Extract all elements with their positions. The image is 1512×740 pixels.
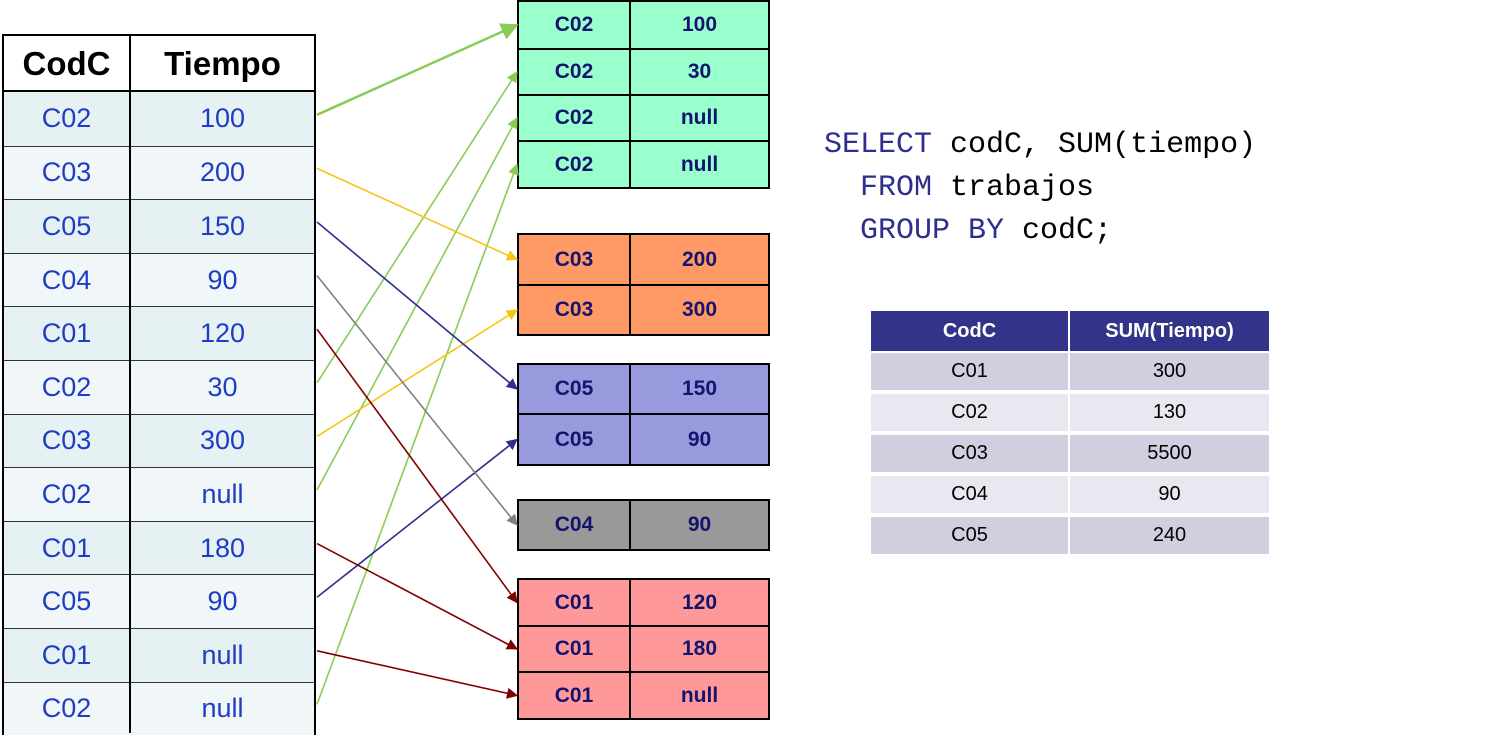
group-cell-codc: C05 [517, 363, 631, 415]
sql-from-keyword: FROM [860, 171, 933, 205]
group-cell-tiempo: 150 [629, 363, 770, 415]
cell-tiempo: null [201, 639, 244, 670]
arrow-row-5 [316, 71, 518, 384]
header-tiempo: Tiempo [164, 45, 281, 82]
result-header-sum: SUM(Tiempo) [1070, 311, 1269, 351]
result-cell-codc: C02 [871, 394, 1068, 431]
cell-tiempo: 30 [207, 371, 238, 402]
table-row: C02 null [4, 681, 314, 736]
result-cell-sum: 300 [1070, 353, 1269, 390]
sql-select-columns: codC, SUM(tiempo) [932, 128, 1257, 162]
header-codc: CodC [22, 45, 111, 82]
cell-tiempo: 200 [199, 157, 246, 188]
cell-codc: C02 [41, 371, 92, 402]
result-header-codc: CodC [871, 311, 1068, 351]
cell-tiempo: 180 [199, 532, 246, 563]
cell-tiempo: 90 [207, 586, 238, 617]
sql-select-keyword: SELECT [824, 128, 933, 162]
group-cell-tiempo: 300 [629, 284, 770, 336]
arrow-row-3 [316, 275, 518, 526]
table-row: C04 90 [4, 252, 314, 307]
cell-codc: C02 [41, 103, 92, 134]
group-cell-tiempo: 90 [629, 413, 770, 466]
result-cell-sum: 5500 [1070, 435, 1269, 472]
cell-tiempo: null [201, 693, 244, 724]
table-row: C05 150 [4, 199, 314, 253]
result-cell-codc: C04 [871, 476, 1068, 513]
group-cell-tiempo: 90 [629, 499, 770, 551]
table-row: C01 null [4, 628, 314, 682]
table-row: C02 30 [4, 360, 314, 414]
table-row: C03 300 [4, 413, 314, 468]
result-cell-sum: 240 [1070, 517, 1269, 554]
arrow-row-1 [316, 167, 519, 261]
cell-codc: C05 [41, 586, 92, 617]
arrow-row-10 [316, 650, 519, 699]
arrow-row-11 [316, 163, 519, 705]
table-row: C02 100 [4, 92, 314, 146]
cell-codc: C04 [41, 264, 92, 295]
result-cell-codc: C01 [871, 353, 1068, 390]
cell-tiempo: 100 [199, 103, 246, 134]
arrow-row-7 [316, 117, 518, 491]
sql-from-table: trabajos [932, 171, 1095, 205]
result-cell-sum: 130 [1070, 394, 1269, 431]
arrow-row-2 [316, 221, 518, 390]
cell-tiempo: 120 [199, 318, 246, 349]
column-divider [129, 36, 131, 733]
cell-codc: C02 [41, 478, 92, 509]
cell-tiempo: 90 [207, 264, 238, 295]
cell-tiempo: 150 [199, 210, 246, 241]
cell-codc: C03 [41, 157, 92, 188]
sql-groupby-keyword: GROUP BY [860, 214, 1005, 248]
group-cell-codc: C02 [517, 48, 631, 96]
arrow-row-4 [316, 328, 518, 604]
cell-tiempo: null [201, 478, 244, 509]
cell-codc: C01 [41, 532, 92, 563]
group-cell-codc: C01 [517, 671, 631, 720]
table-row: C01 120 [4, 306, 314, 360]
group-cell-tiempo: 30 [629, 48, 770, 96]
group-cell-codc: C01 [517, 625, 631, 673]
result-cell-codc: C03 [871, 435, 1068, 472]
group-cell-tiempo: null [629, 94, 770, 142]
arrow-row-8 [316, 542, 518, 650]
group-cell-tiempo: 100 [629, 0, 770, 50]
cell-codc: C01 [41, 639, 92, 670]
group-cell-tiempo: 180 [629, 625, 770, 673]
cell-tiempo: 300 [199, 425, 246, 456]
arrow-row-0 [316, 23, 519, 116]
cell-codc: C05 [41, 210, 92, 241]
group-cell-codc: C04 [517, 499, 631, 551]
cell-codc: C03 [41, 425, 92, 456]
arrow-row-9 [316, 438, 518, 598]
table-row: C02 null [4, 467, 314, 521]
table-row: C01 180 [4, 520, 314, 575]
arrow-row-6 [316, 309, 518, 438]
group-cell-tiempo: null [629, 671, 770, 720]
table-row: C05 90 [4, 574, 314, 628]
source-table-header: CodC Tiempo [4, 36, 314, 92]
sql-groupby-column: codC; [1004, 214, 1113, 248]
table-row: C03 200 [4, 145, 314, 200]
result-cell-codc: C05 [871, 517, 1068, 554]
sql-query: SELECT codC, SUM(tiempo) FROM trabajos G… [824, 124, 1256, 253]
cell-codc: C02 [41, 693, 92, 724]
cell-codc: C01 [41, 318, 92, 349]
group-cell-codc: C03 [517, 284, 631, 336]
group-cell-tiempo: null [629, 140, 770, 189]
result-cell-sum: 90 [1070, 476, 1269, 513]
